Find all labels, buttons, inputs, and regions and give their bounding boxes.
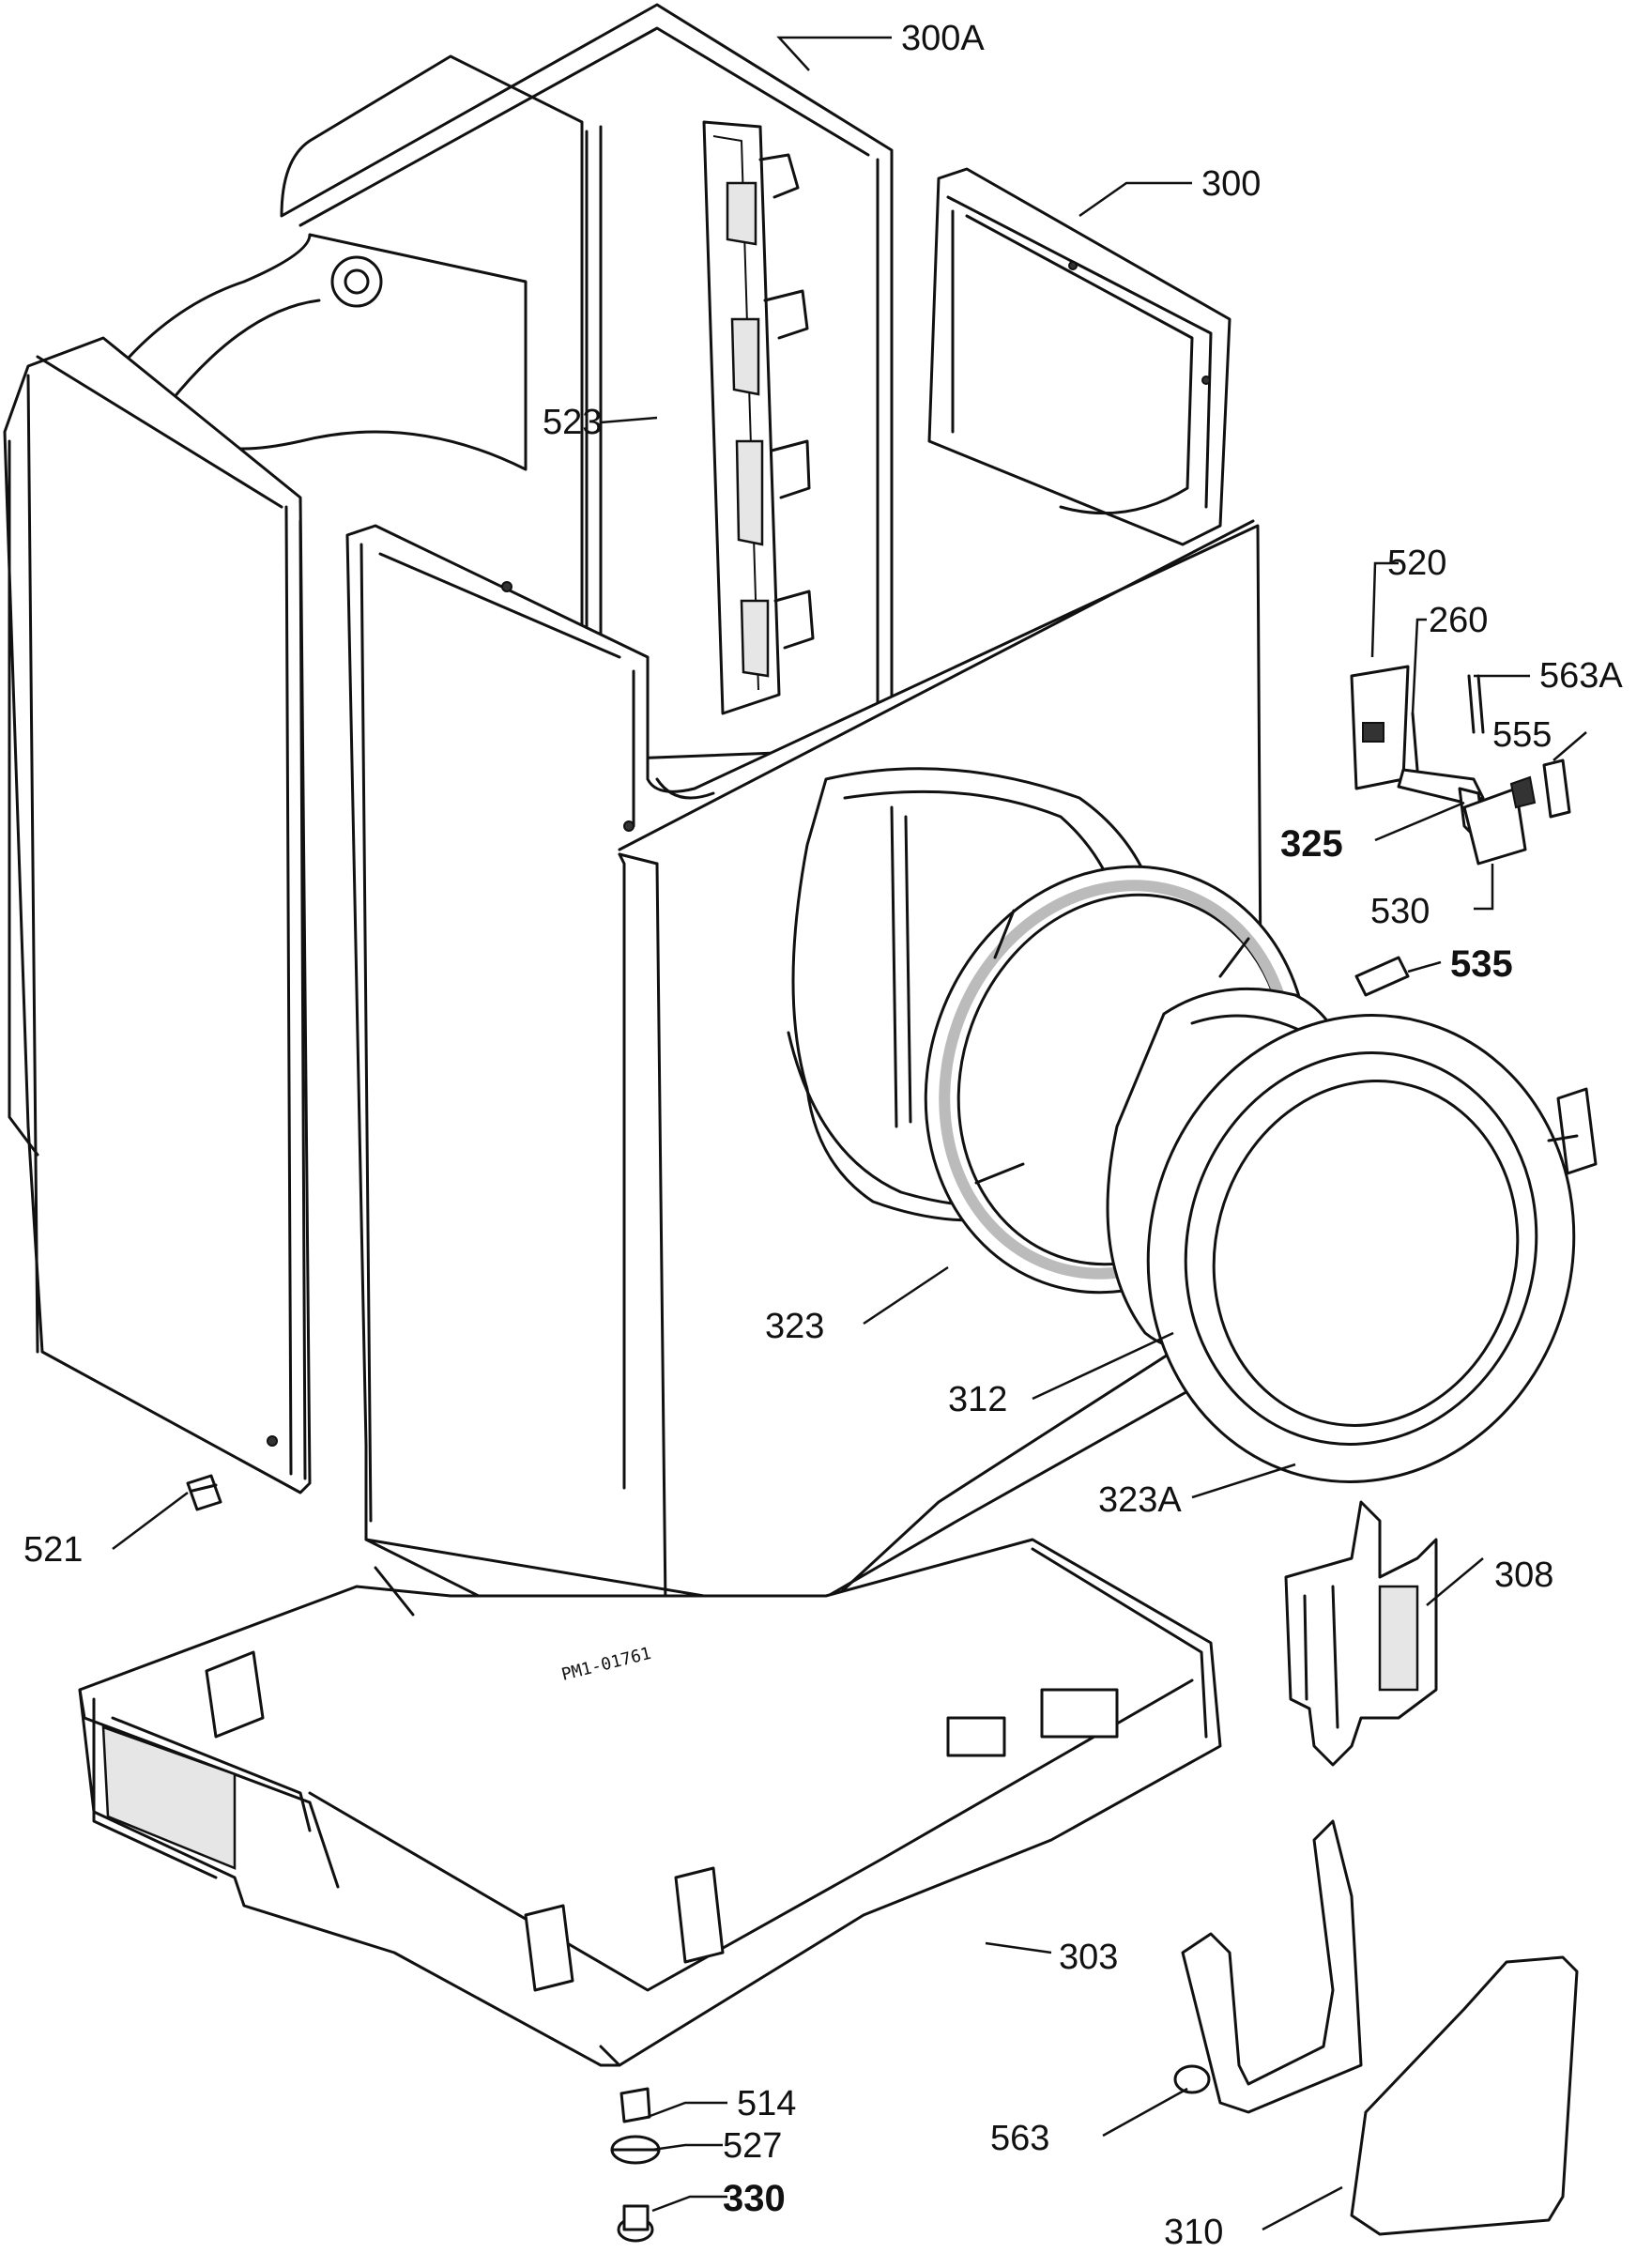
callout-323: 323 xyxy=(765,1307,824,1346)
callout-527: 527 xyxy=(723,2126,782,2166)
callout-312: 312 xyxy=(948,1380,1007,1419)
callout-530: 530 xyxy=(1370,892,1430,931)
left-side-panel-part xyxy=(3,336,312,1494)
door-lock-parts xyxy=(1350,665,1571,997)
callout-521: 521 xyxy=(23,1530,83,1570)
callout-300a: 300A xyxy=(901,19,985,58)
callout-308: 308 xyxy=(1494,1556,1553,1595)
callout-563a: 563A xyxy=(1539,656,1623,696)
outer-front-ring-part xyxy=(1146,1014,1598,1483)
callout-523: 523 xyxy=(543,403,602,442)
callout-260: 260 xyxy=(1429,601,1488,640)
door-hinge-part xyxy=(1284,1500,1438,1767)
callout-514: 514 xyxy=(737,2084,796,2123)
callout-520: 520 xyxy=(1387,544,1446,583)
screw-521 xyxy=(186,1474,222,1511)
callout-555: 555 xyxy=(1492,715,1552,755)
callout-330: 330 xyxy=(723,2178,786,2219)
callout-303: 303 xyxy=(1059,1938,1118,1977)
callout-300: 300 xyxy=(1201,164,1261,204)
rear-rail-part xyxy=(702,120,815,715)
callout-325: 325 xyxy=(1280,823,1343,865)
callout-323a: 323A xyxy=(1098,1480,1182,1520)
callout-leaders xyxy=(112,36,1587,2231)
service-flap-part xyxy=(1173,1819,1579,2236)
callout-563: 563 xyxy=(990,2119,1049,2158)
foot-parts xyxy=(610,2087,661,2243)
callout-310: 310 xyxy=(1164,2213,1223,2252)
base-frame-part xyxy=(78,1538,1222,2067)
callout-535: 535 xyxy=(1450,943,1513,985)
right-frame-part xyxy=(927,167,1231,546)
